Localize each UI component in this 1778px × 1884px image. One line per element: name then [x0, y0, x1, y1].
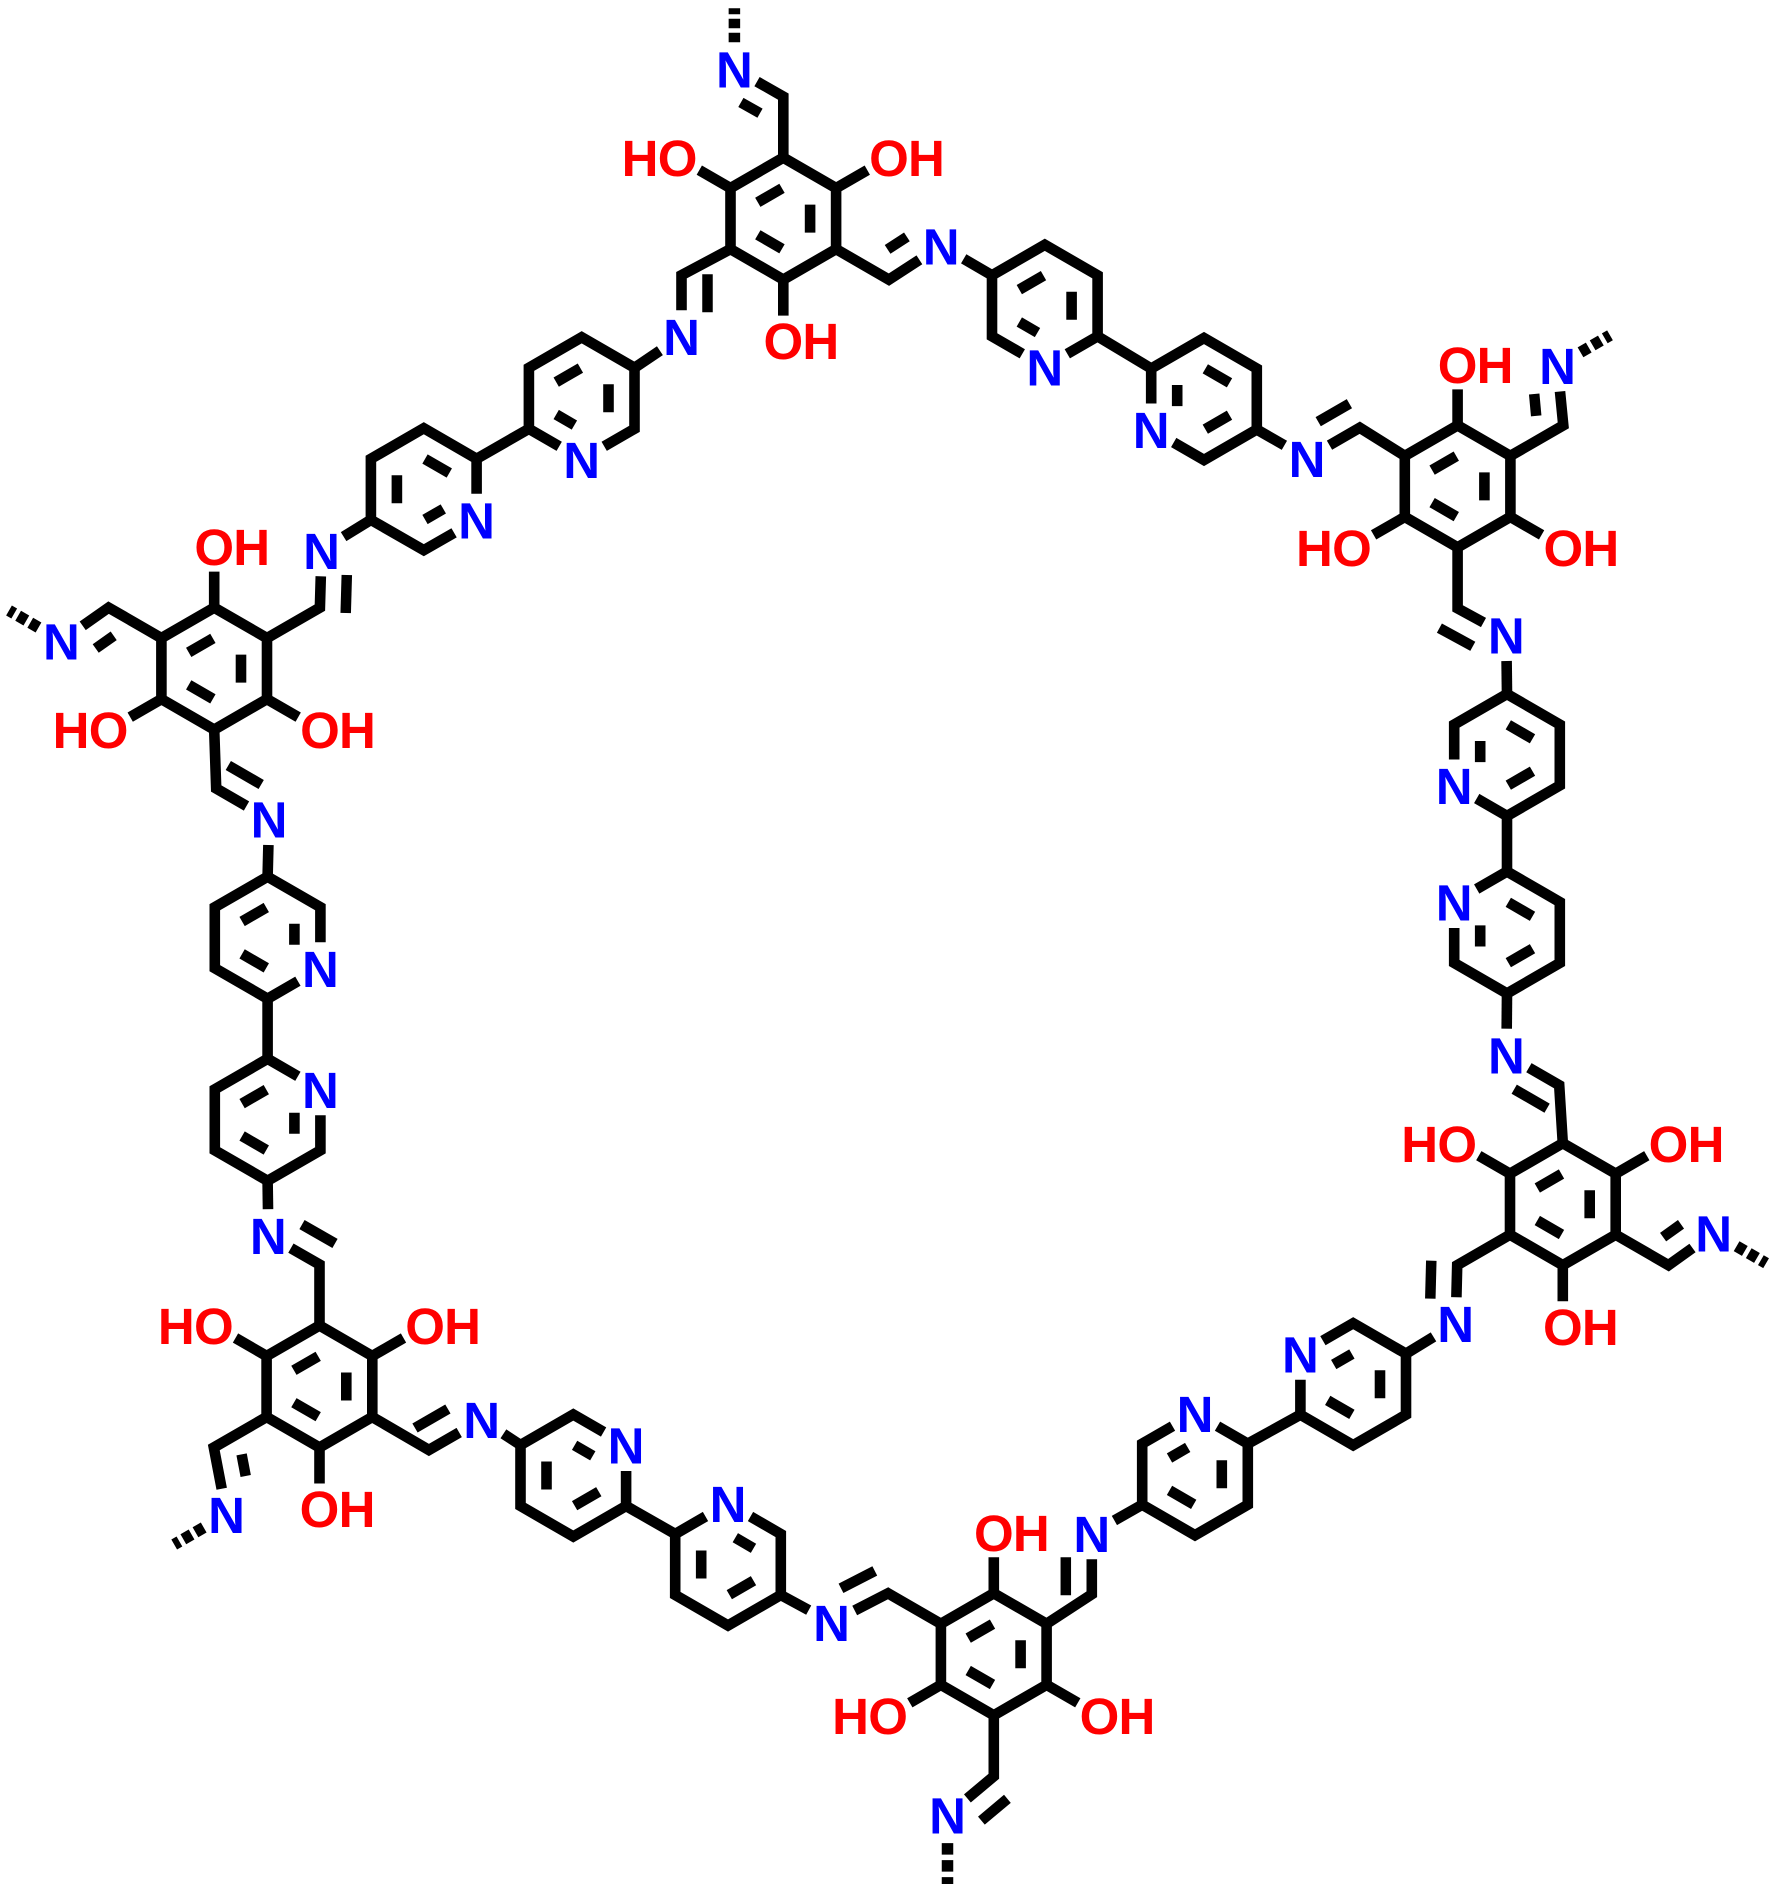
svg-text:O: O	[658, 130, 698, 187]
svg-text:O: O	[1438, 337, 1478, 394]
svg-text:O: O	[1332, 520, 1372, 577]
svg-text:H: H	[339, 702, 376, 759]
svg-text:N: N	[43, 613, 80, 670]
svg-text:N: N	[813, 1595, 850, 1652]
svg-text:H: H	[1296, 520, 1333, 577]
svg-text:N: N	[302, 1062, 339, 1119]
svg-text:N: N	[929, 1788, 966, 1845]
svg-text:H: H	[233, 519, 270, 576]
svg-text:H: H	[832, 1688, 869, 1745]
svg-text:O: O	[869, 130, 909, 187]
svg-text:N: N	[710, 1476, 747, 1533]
svg-text:H: H	[1013, 1505, 1050, 1562]
svg-text:N: N	[608, 1418, 645, 1475]
svg-text:H: H	[1477, 337, 1514, 394]
svg-text:H: H	[622, 130, 659, 187]
svg-text:H: H	[1688, 1116, 1725, 1173]
svg-text:N: N	[1488, 608, 1525, 665]
svg-text:N: N	[1488, 1027, 1525, 1084]
svg-text:O: O	[1649, 1116, 1689, 1173]
svg-text:O: O	[300, 1481, 340, 1538]
svg-text:N: N	[1133, 402, 1170, 459]
svg-text:N: N	[303, 523, 340, 580]
svg-text:N: N	[1539, 338, 1576, 395]
svg-text:N: N	[463, 1392, 500, 1449]
svg-text:O: O	[868, 1688, 908, 1745]
svg-text:O: O	[89, 702, 129, 759]
svg-text:O: O	[194, 1298, 234, 1355]
svg-text:N: N	[302, 941, 339, 998]
svg-text:O: O	[1543, 520, 1583, 577]
svg-text:N: N	[1437, 1296, 1474, 1353]
svg-text:N: N	[1695, 1206, 1732, 1263]
svg-text:H: H	[1582, 520, 1619, 577]
svg-text:O: O	[1437, 1116, 1477, 1173]
svg-text:N: N	[716, 41, 753, 98]
svg-text:O: O	[405, 1298, 445, 1355]
svg-text:N: N	[1073, 1506, 1110, 1563]
svg-text:N: N	[663, 309, 700, 366]
svg-text:N: N	[1436, 875, 1473, 932]
svg-text:H: H	[802, 313, 839, 370]
svg-text:H: H	[1401, 1116, 1438, 1173]
svg-text:H: H	[53, 702, 90, 759]
svg-text:N: N	[458, 492, 495, 549]
svg-text:N: N	[1436, 758, 1473, 815]
svg-text:H: H	[444, 1298, 481, 1355]
svg-text:N: N	[1026, 339, 1063, 396]
svg-text:N: N	[1282, 1326, 1319, 1383]
svg-text:H: H	[339, 1481, 376, 1538]
svg-text:N: N	[1289, 431, 1326, 488]
svg-text:H: H	[908, 130, 945, 187]
svg-text:N: N	[251, 792, 288, 849]
svg-text:N: N	[563, 432, 600, 489]
svg-text:N: N	[208, 1487, 245, 1544]
svg-text:O: O	[1080, 1688, 1120, 1745]
svg-text:N: N	[1177, 1386, 1214, 1443]
svg-text:H: H	[1582, 1299, 1619, 1356]
svg-text:O: O	[300, 702, 340, 759]
svg-text:N: N	[250, 1208, 287, 1265]
svg-text:H: H	[1118, 1688, 1155, 1745]
svg-text:O: O	[1543, 1299, 1583, 1356]
svg-text:O: O	[763, 313, 803, 370]
svg-text:O: O	[194, 519, 234, 576]
svg-text:O: O	[974, 1505, 1014, 1562]
svg-text:N: N	[923, 218, 960, 275]
svg-text:H: H	[158, 1298, 195, 1355]
